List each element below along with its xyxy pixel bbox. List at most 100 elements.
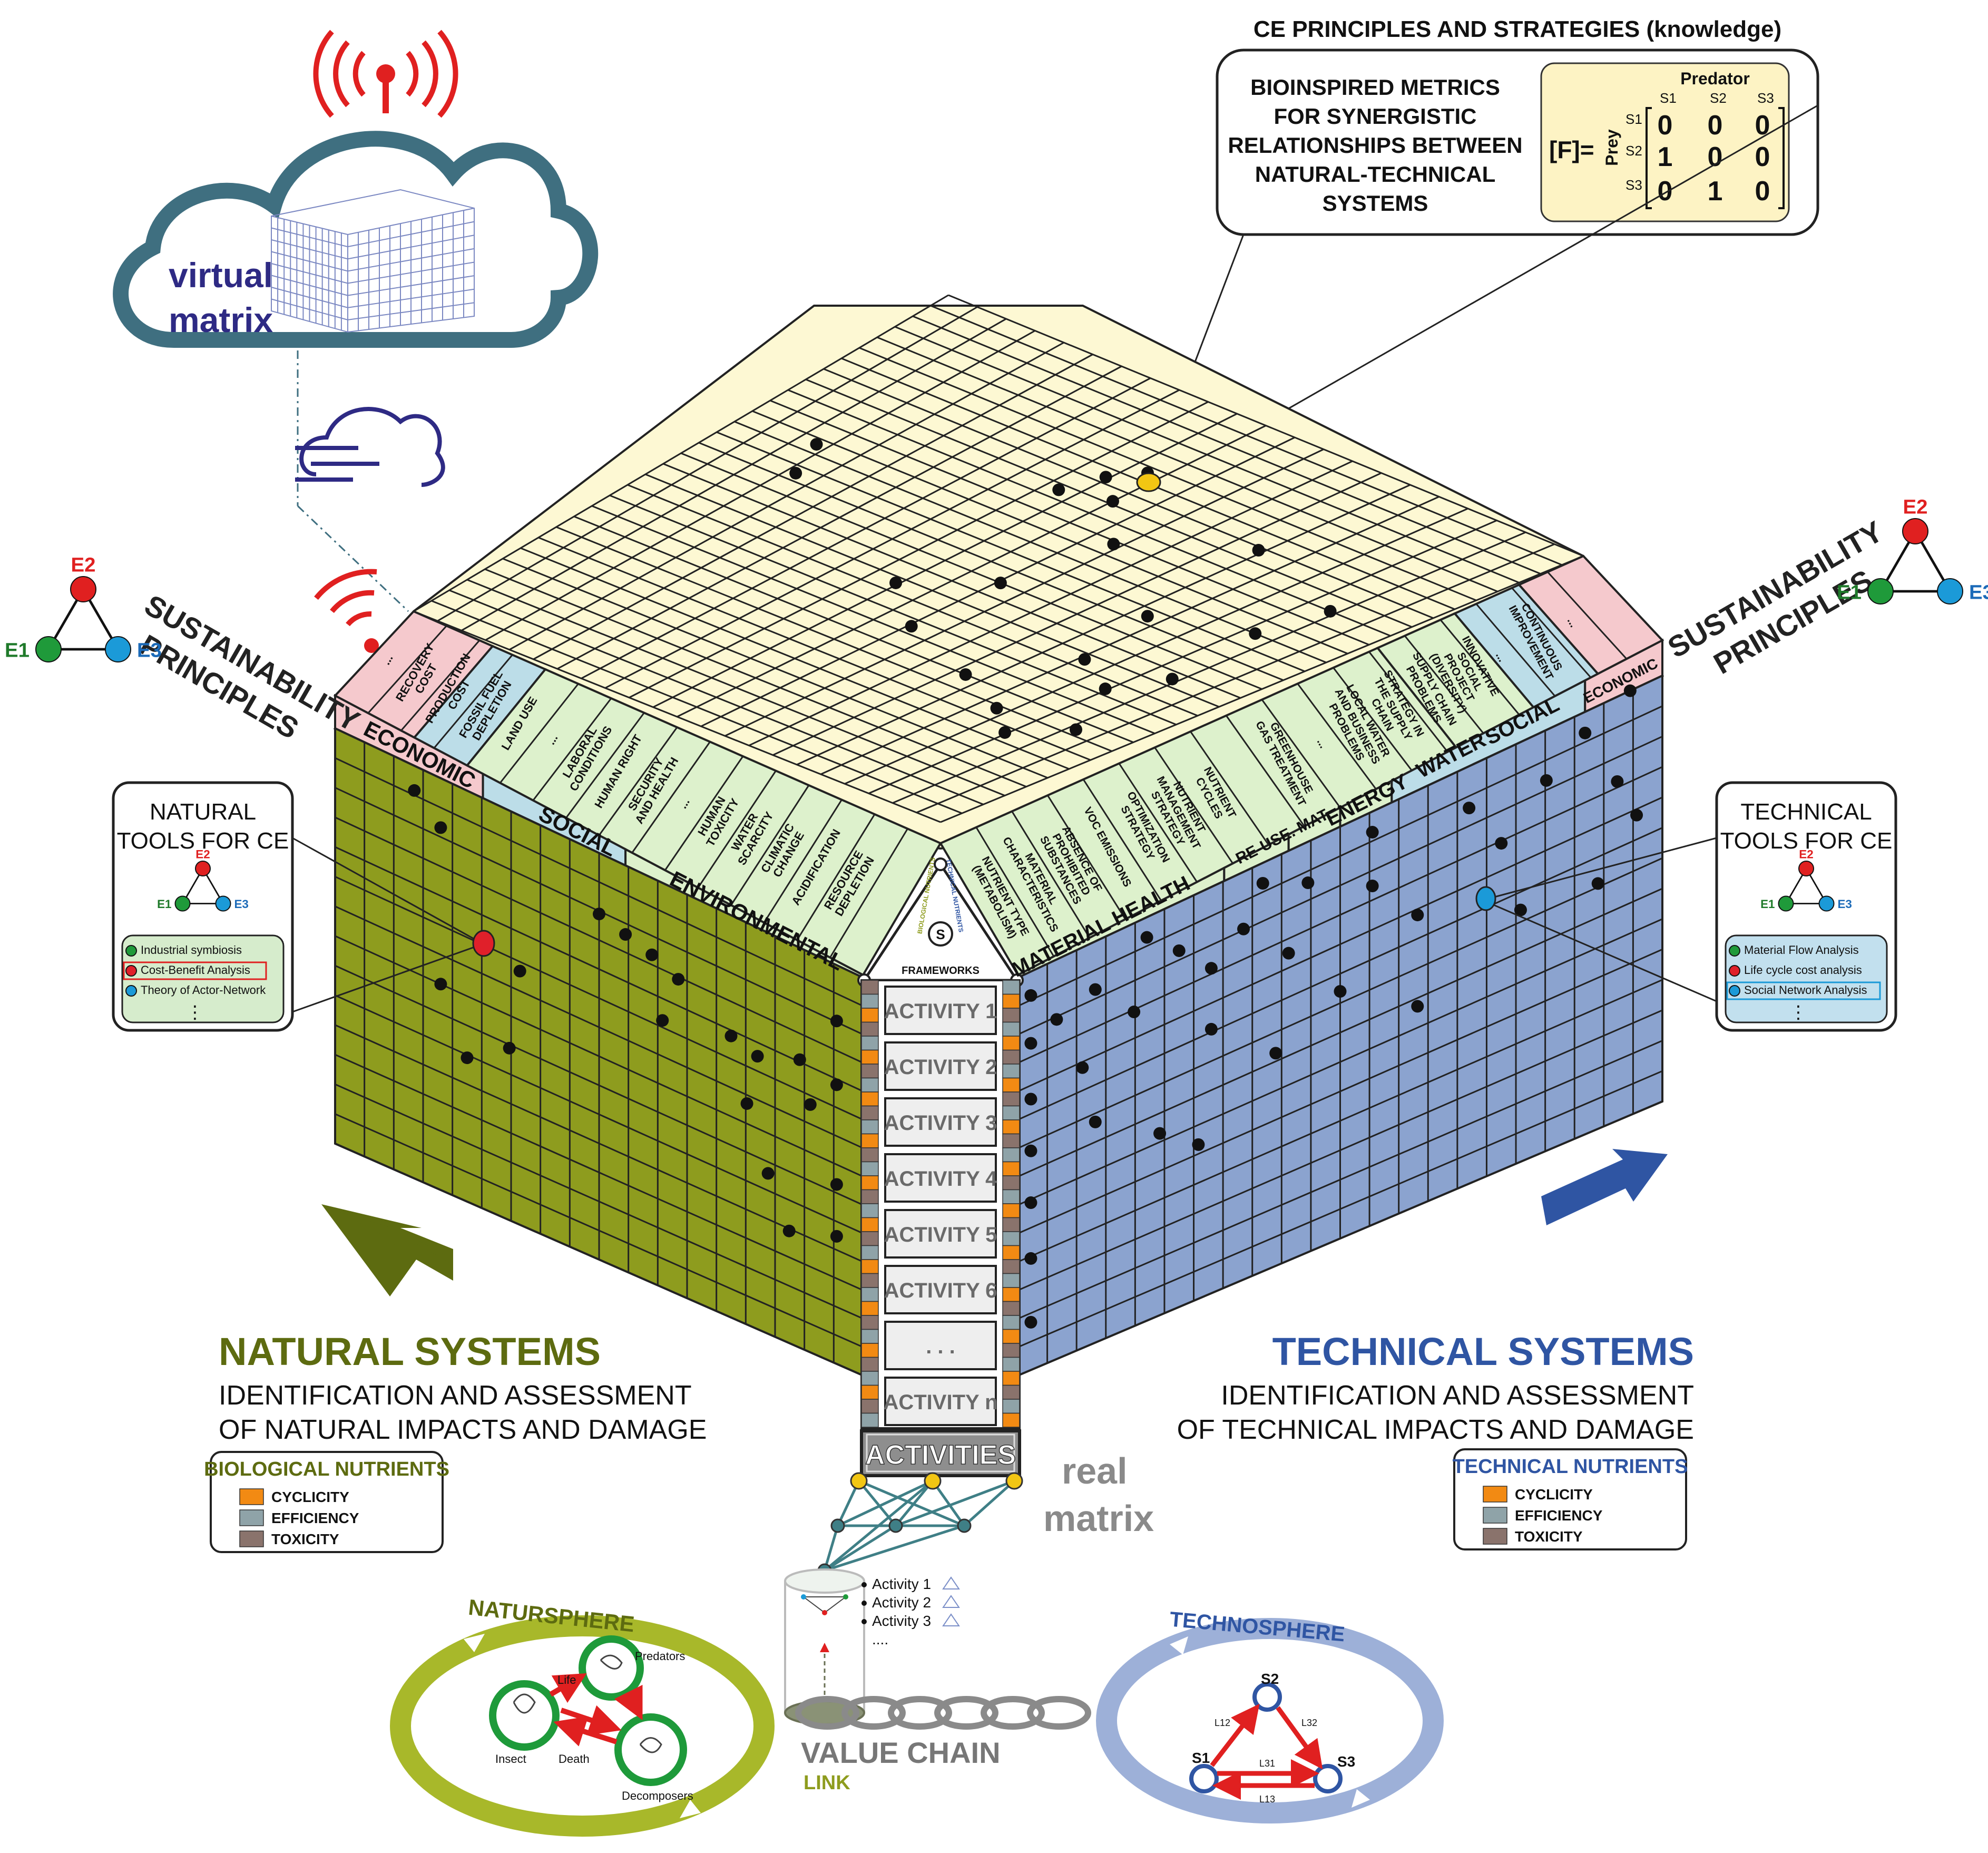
matrix-dot — [1463, 802, 1476, 815]
antenna-icon — [313, 30, 458, 118]
activity-label: . . . — [926, 1335, 955, 1358]
matrix-dot — [830, 1078, 843, 1091]
s3-node — [1313, 1764, 1343, 1793]
e3-label: E3 — [137, 639, 162, 661]
matrix-cell: 0 — [1658, 110, 1673, 141]
cloud-label-matrix: matrix — [169, 300, 273, 339]
technosphere-l31: L31 — [1259, 1758, 1275, 1769]
e3-circle — [1937, 578, 1963, 604]
insect-icon — [489, 1680, 560, 1751]
activity-label: ACTIVITY 3 — [884, 1111, 997, 1135]
matrix-prey-label: Prey — [1602, 129, 1621, 166]
matrix-dot — [1128, 1006, 1141, 1019]
matrix-cell: 0 — [1755, 176, 1770, 207]
chain-link-icon — [1027, 1696, 1091, 1730]
matrix-dot — [1153, 1127, 1167, 1140]
e2-circle — [70, 576, 96, 602]
natursphere-decomposers: Decomposers — [622, 1789, 693, 1802]
tool-item: Cost-Benefit Analysis — [141, 963, 250, 977]
activities-base — [860, 1429, 1021, 1477]
natural-marker — [472, 930, 495, 957]
sustainability-left: SUSTAINABILITY PRINCIPLES — [134, 588, 365, 745]
matrix-dot — [1514, 903, 1527, 916]
activity-box — [884, 1041, 997, 1091]
matrix-dot — [645, 948, 659, 961]
matrix-dot — [513, 964, 526, 978]
matrix-dot — [672, 973, 685, 986]
matrix-dot — [990, 701, 1003, 715]
natural-systems-title: NATURAL SYSTEMS — [219, 1330, 601, 1373]
natural-tools-title1: NATURAL — [150, 799, 256, 825]
matrix-col-header: S2 — [1710, 90, 1727, 106]
matrix-dot — [1052, 483, 1065, 496]
e1-label: E1 — [5, 639, 30, 661]
tool-bullet-icon — [1729, 985, 1740, 997]
value-chain-icon — [795, 1696, 1091, 1730]
nutrient-swatch — [239, 1530, 264, 1547]
e3-circle — [1818, 895, 1835, 912]
technical-arrow — [1541, 1149, 1668, 1225]
nutrient-item: CYCLICITY — [1515, 1486, 1593, 1503]
nutrient-item: EFFICIENCY — [1515, 1507, 1603, 1524]
nutrient-swatch — [239, 1488, 264, 1505]
e1-label: E1 — [1760, 898, 1775, 911]
e1-circle — [1778, 895, 1794, 912]
matrix-col-header: S3 — [1757, 90, 1774, 106]
matrix-dot — [905, 620, 918, 633]
matrix-dot — [1540, 774, 1553, 787]
nutrient-swatch — [1483, 1507, 1507, 1524]
value-chain-link: LINK — [804, 1772, 850, 1794]
matrix-label: [F]= — [1549, 136, 1594, 163]
matrix-dot — [1366, 879, 1379, 892]
matrix-dot — [434, 978, 447, 991]
e1-label: E1 — [1837, 581, 1862, 603]
nutrient-swatch — [1483, 1528, 1507, 1545]
technosphere-l13: L13 — [1259, 1794, 1275, 1805]
matrix-dot — [740, 1097, 753, 1110]
e2-label: E2 — [195, 847, 210, 861]
chain-link-icon — [934, 1696, 998, 1730]
e3-label: E3 — [1838, 898, 1852, 911]
e2-label: E2 — [1799, 847, 1813, 861]
activity-label: ACTIVITY n — [883, 1391, 997, 1414]
matrix-dot — [793, 1053, 806, 1066]
matrix-cell: 0 — [1708, 110, 1723, 141]
chain-link-icon — [888, 1696, 952, 1730]
chain-link-icon — [841, 1696, 906, 1730]
matrix-dot — [789, 466, 802, 480]
matrix-dot — [1089, 1115, 1102, 1128]
matrix-dot — [1078, 653, 1091, 666]
technosphere-l12: L12 — [1215, 1718, 1230, 1728]
activity-label: ACTIVITY 5 — [884, 1223, 997, 1246]
nutrients-title: BIOLOGICAL NUTRIENTS — [204, 1458, 449, 1480]
indicator-label: ABSENCE OFPROHIBITEDSUBSTANCES — [1037, 823, 1105, 906]
activity-list-item: Activity 2 — [872, 1594, 931, 1611]
matrix-dot — [1024, 1315, 1037, 1329]
matrix-predator-label: Predator — [1680, 69, 1750, 88]
e2-label: E2 — [71, 553, 96, 576]
knowledge-callout: CE PRINCIPLES AND STRATEGIES (knowledge)… — [1150, 16, 1819, 481]
tool-bullet-icon — [125, 985, 137, 997]
network-node — [850, 1472, 868, 1490]
activity-list-item: .... — [872, 1631, 888, 1647]
knowledge-marker — [1136, 472, 1161, 492]
sustainability-right: SUSTAINABILITY PRINCIPLES — [1662, 514, 1888, 680]
e2-circle — [195, 861, 211, 876]
matrix-dot — [1024, 1144, 1037, 1157]
matrix-dot — [656, 1014, 669, 1027]
tool-item: Industrial symbiosis — [141, 943, 242, 957]
tool-item: Theory of Actor-Network — [141, 983, 266, 997]
e2-label: E2 — [1903, 495, 1928, 518]
matrix-row-header: S2 — [1625, 143, 1642, 159]
matrix-dot — [1076, 1061, 1089, 1074]
tool-item: Social Network Analysis — [1744, 983, 1867, 997]
nutrient-swatch — [1483, 1486, 1507, 1503]
tool-bullet-icon — [1729, 965, 1740, 977]
